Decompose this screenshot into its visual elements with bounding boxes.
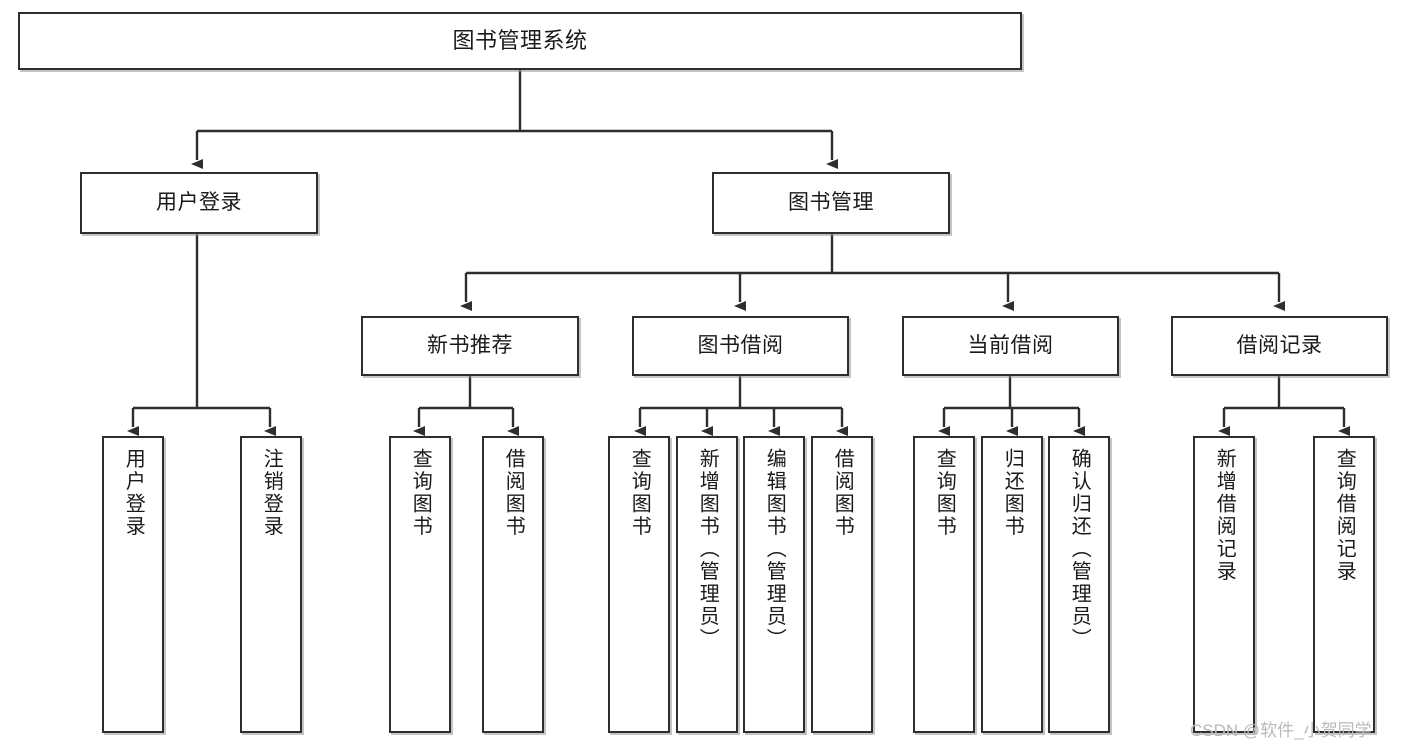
node-current-borrow[interactable]: 当前借阅 [902,316,1119,376]
node-label: 编辑图书（管理员） [763,448,786,651]
leaf-logout[interactable]: 注销登录 [240,436,302,733]
leaf-borrow-book[interactable]: 借阅图书 [811,436,873,733]
leaf-borrow-book-recommend[interactable]: 借阅图书 [482,436,544,733]
node-user-login[interactable]: 用户登录 [80,172,318,234]
node-label: 确认归还（管理员） [1068,448,1091,651]
node-new-book-recommend[interactable]: 新书推荐 [361,316,579,376]
leaf-query-borrow-record[interactable]: 查询借阅记录 [1313,436,1375,733]
node-label: 新书推荐 [427,334,513,358]
node-label: 查询图书 [628,448,651,538]
node-label: 新增借阅记录 [1213,448,1236,583]
leaf-add-borrow-record[interactable]: 新增借阅记录 [1193,436,1255,733]
node-book-management[interactable]: 图书管理 [712,172,950,234]
leaf-user-login[interactable]: 用户登录 [102,436,164,733]
node-label: 新增图书（管理员） [696,448,719,651]
node-label: 图书管理系统 [452,27,588,53]
node-label: 查询图书 [933,448,956,538]
node-book-borrow[interactable]: 图书借阅 [632,316,849,376]
node-label: 借阅图书 [831,448,854,538]
node-root-system[interactable]: 图书管理系统 [18,12,1022,70]
leaf-query-book-current[interactable]: 查询图书 [913,436,975,733]
node-label: 注销登录 [260,448,283,538]
node-borrow-records[interactable]: 借阅记录 [1171,316,1388,376]
leaf-return-book[interactable]: 归还图书 [981,436,1043,733]
node-label: 归还图书 [1001,448,1024,538]
node-label: 当前借阅 [967,334,1054,358]
leaf-query-book-recommend[interactable]: 查询图书 [389,436,451,733]
node-label: 查询图书 [409,448,432,538]
csdn-watermark: CSDN @软件_小贺同学 [1190,721,1372,740]
node-label: 借阅记录 [1236,334,1323,358]
node-label: 查询借阅记录 [1333,448,1356,583]
node-label: 图书管理 [788,191,874,215]
leaf-confirm-return-admin[interactable]: 确认归还（管理员） [1048,436,1110,733]
leaf-add-book-admin[interactable]: 新增图书（管理员） [676,436,738,733]
node-label: 用户登录 [156,191,242,215]
leaf-edit-book-admin[interactable]: 编辑图书（管理员） [743,436,805,733]
node-label: 借阅图书 [502,448,525,538]
node-label: 用户登录 [122,448,145,538]
node-label: 图书借阅 [697,334,784,358]
leaf-query-book-borrow[interactable]: 查询图书 [608,436,670,733]
